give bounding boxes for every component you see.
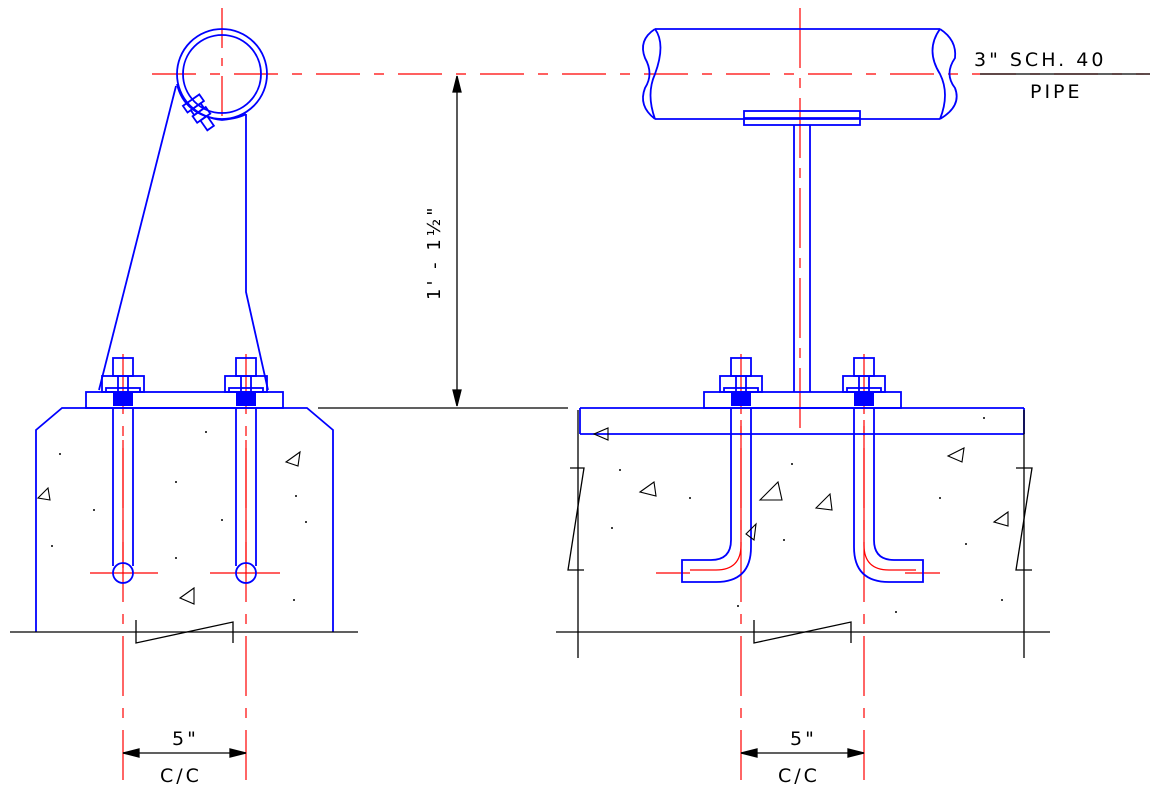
right-front-view — [579, 28, 1025, 583]
pipe-right-break — [939, 28, 958, 120]
annotations: 3" SCH. 40 PIPE 1' - 1½" 5" C/C 5" C/C — [160, 49, 1106, 787]
concrete-pedestal — [35, 407, 334, 632]
concrete-hatching — [36, 427, 1009, 605]
right-bolt-fills — [731, 392, 874, 406]
pipe-left-break — [642, 28, 656, 120]
pipe-word-label: PIPE — [1030, 81, 1083, 103]
pipe-size-label: 3" SCH. 40 — [974, 49, 1106, 71]
left-spacing-label: 5" — [172, 728, 199, 750]
concrete-dots — [51, 417, 1003, 613]
left-spacing-unit: C/C — [160, 765, 202, 784]
height-dimension-label: 1' - 1½" — [424, 204, 445, 300]
clamp-bolt — [181, 93, 216, 132]
bolt-inner-centerlines — [122, 420, 916, 571]
right-spacing-unit: C/C — [778, 765, 820, 784]
right-spacing-label: 5" — [790, 728, 817, 750]
bracket-plate — [98, 85, 177, 391]
left-bolt-fills — [113, 392, 256, 406]
pipe-section-circle — [176, 28, 268, 120]
ground-and-break-lines — [10, 73, 1150, 758]
left-side-view — [35, 28, 334, 632]
